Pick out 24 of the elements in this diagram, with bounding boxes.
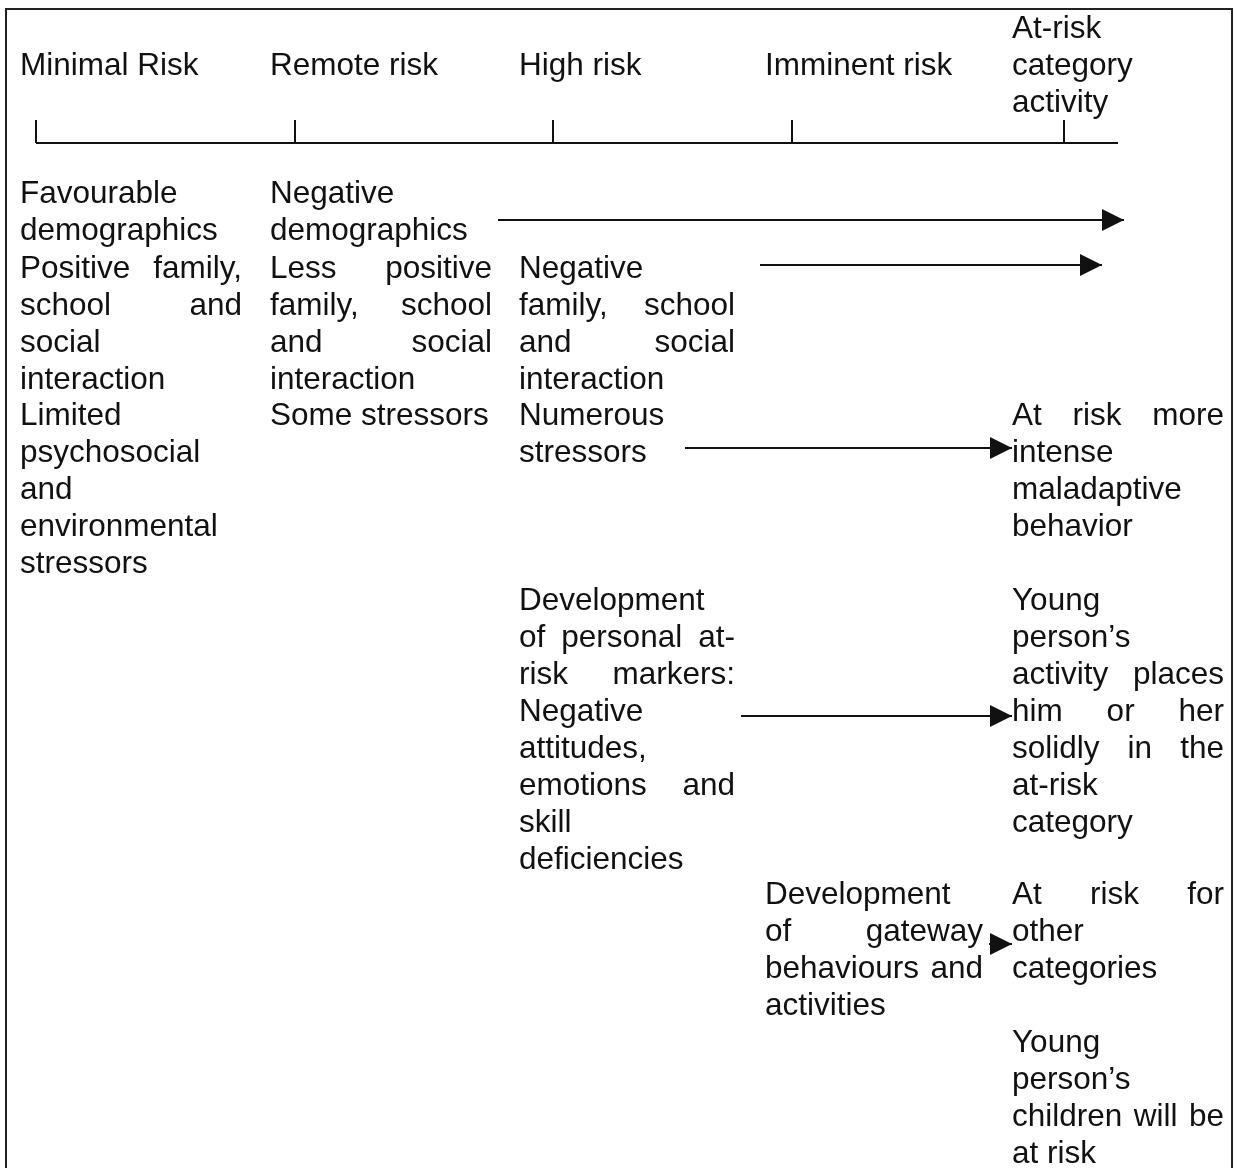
arrow (759, 254, 1103, 276)
risk-factor-text: Young person’s activity places him or her solidly in the at-risk category (1012, 581, 1224, 840)
risk-factor-text: Numerous stressors (519, 396, 679, 470)
risk-factor-text: Development of personal at-risk markers: Negative attitudes, emotions and skill deficiencies (519, 581, 735, 877)
scale-heading: At-risk category activity (1012, 9, 1134, 120)
risk-factor-text: Young person’s children will be at risk (1012, 1023, 1224, 1168)
risk-factor-text: At risk for other categories (1012, 875, 1224, 986)
risk-factor-text: Some stressors (270, 396, 490, 433)
risk-factor-text: Favourable demographics (20, 174, 219, 248)
scale-heading: Imminent risk (765, 46, 954, 83)
arrow (684, 437, 1013, 459)
risk-factor-text: Negative family, school and social interaction (519, 249, 735, 397)
arrow (740, 705, 1013, 727)
risk-factor-text: Limited psychosocial and environmental stressors (20, 396, 219, 581)
scale-heading: Remote risk (270, 46, 440, 83)
scale-heading: High risk (519, 46, 643, 83)
risk-factor-text: Positive family, school and social interaction (20, 249, 242, 397)
risk-factor-text: Development of gateway behaviours and activities (765, 875, 983, 1023)
risk-factor-text: Less positive family, school and social interaction (270, 249, 492, 397)
risk-factor-text: Negative demographics (270, 174, 492, 248)
scale-heading: Minimal Risk (20, 46, 200, 83)
arrow (497, 209, 1125, 231)
risk-factor-text: At risk more intense maladaptive behavior (1012, 396, 1224, 544)
arrow (988, 933, 1013, 955)
